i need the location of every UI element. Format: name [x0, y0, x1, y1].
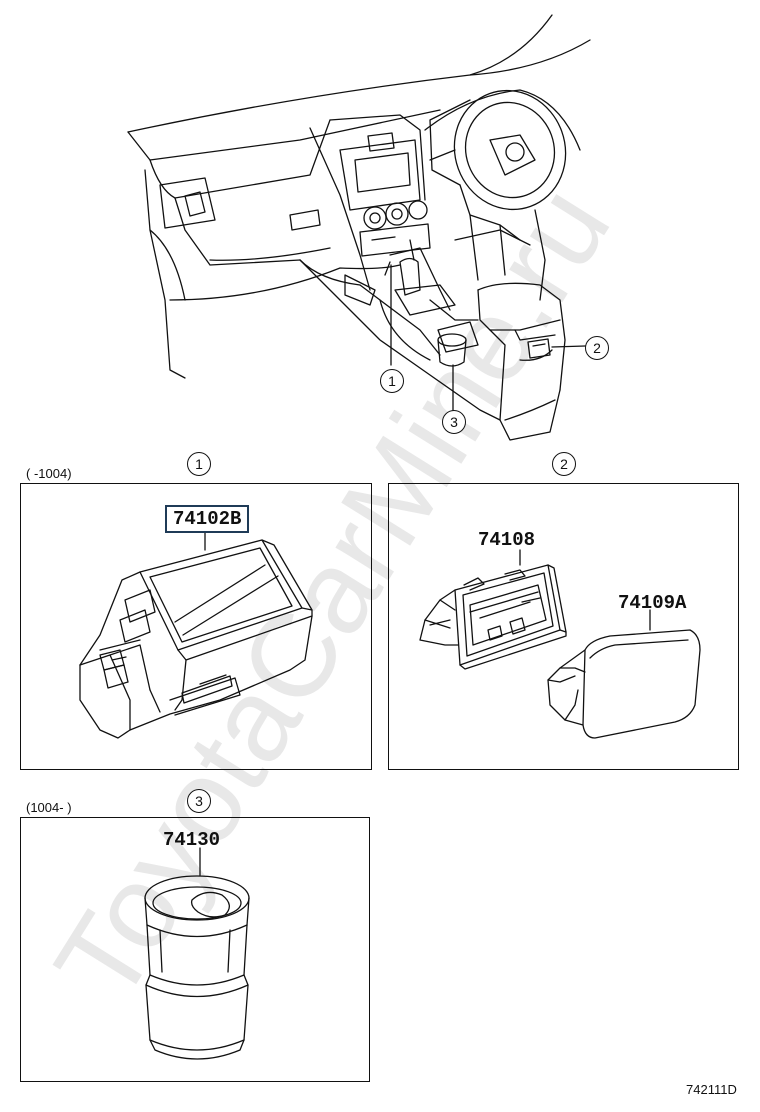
section-1-callout[interactable]: 1	[187, 452, 211, 476]
part-74130-illustration	[144, 847, 250, 1060]
part-74109A-illustration	[547, 609, 701, 739]
section-2-panel	[388, 483, 739, 770]
callout-1-overview[interactable]: 1	[380, 369, 404, 393]
part-label-74108[interactable]: 74108	[478, 529, 536, 551]
section-2-callout[interactable]: 2	[552, 452, 576, 476]
section-3-range-note: (1004- )	[26, 800, 72, 815]
part-label-74109A[interactable]: 74109A	[618, 592, 687, 614]
part-label-74102B[interactable]: 74102B	[165, 505, 250, 533]
section-3-callout[interactable]: 3	[187, 789, 211, 813]
section-1-range-note: ( -1004)	[26, 466, 72, 481]
part-74102B-illustration	[79, 529, 313, 739]
section-1-panel	[20, 483, 372, 770]
dashboard-illustration	[127, 14, 591, 441]
callout-3-overview[interactable]: 3	[442, 410, 466, 434]
part-74108-illustration	[419, 549, 567, 670]
part-label-74130[interactable]: 74130	[163, 829, 221, 851]
section-3-panel	[20, 817, 370, 1082]
diagram-code: 742111D	[686, 1082, 737, 1097]
callout-2-overview[interactable]: 2	[585, 336, 609, 360]
